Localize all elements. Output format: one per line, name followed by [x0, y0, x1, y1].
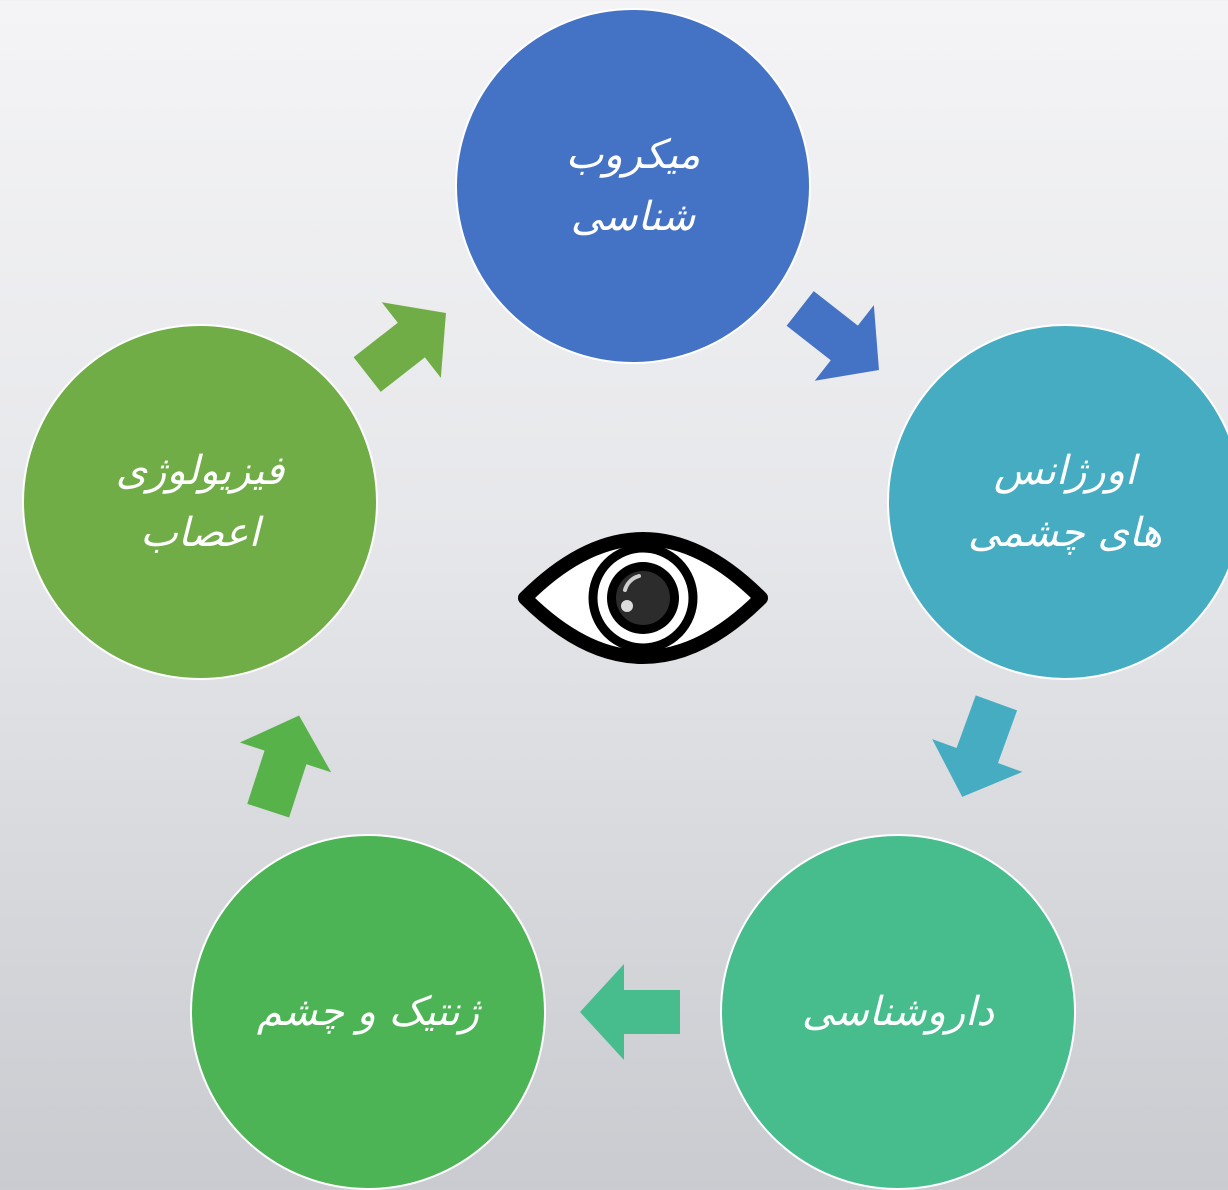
node-genetics-and-eye: ژنتیک و چشم	[190, 834, 546, 1190]
node-eye-emergencies-line-1: اورژانس	[993, 448, 1137, 494]
arrow-genetic-to-neuro	[239, 715, 332, 818]
arrow-urgent-to-pharma	[932, 695, 1023, 797]
node-microbiology-line-2: شناسی	[570, 194, 696, 240]
node-pharmacology: داروشناسی	[720, 834, 1076, 1190]
arrow-neuro-to-micro	[353, 302, 446, 392]
node-neurophysiology-line-2: اعصاب	[140, 510, 260, 556]
node-eye-emergencies-line-2: های چشمی	[967, 510, 1163, 556]
node-neurophysiology-line-1: فیزیولوژی	[115, 448, 285, 494]
node-neurophysiology: فیزیولوژی اعصاب	[22, 324, 378, 680]
node-genetics-and-eye-line-1: ژنتیک و چشم	[256, 989, 480, 1035]
node-eye-emergencies: اورژانس های چشمی	[887, 324, 1228, 680]
node-microbiology-line-1: میکروب	[565, 132, 701, 178]
arrow-pharma-to-genetic	[580, 964, 680, 1060]
node-pharmacology-line-1: داروشناسی	[801, 989, 995, 1035]
arrow-micro-to-urgent	[786, 291, 879, 381]
node-microbiology: میکروب شناسی	[455, 8, 811, 364]
eye-icon	[518, 532, 768, 664]
